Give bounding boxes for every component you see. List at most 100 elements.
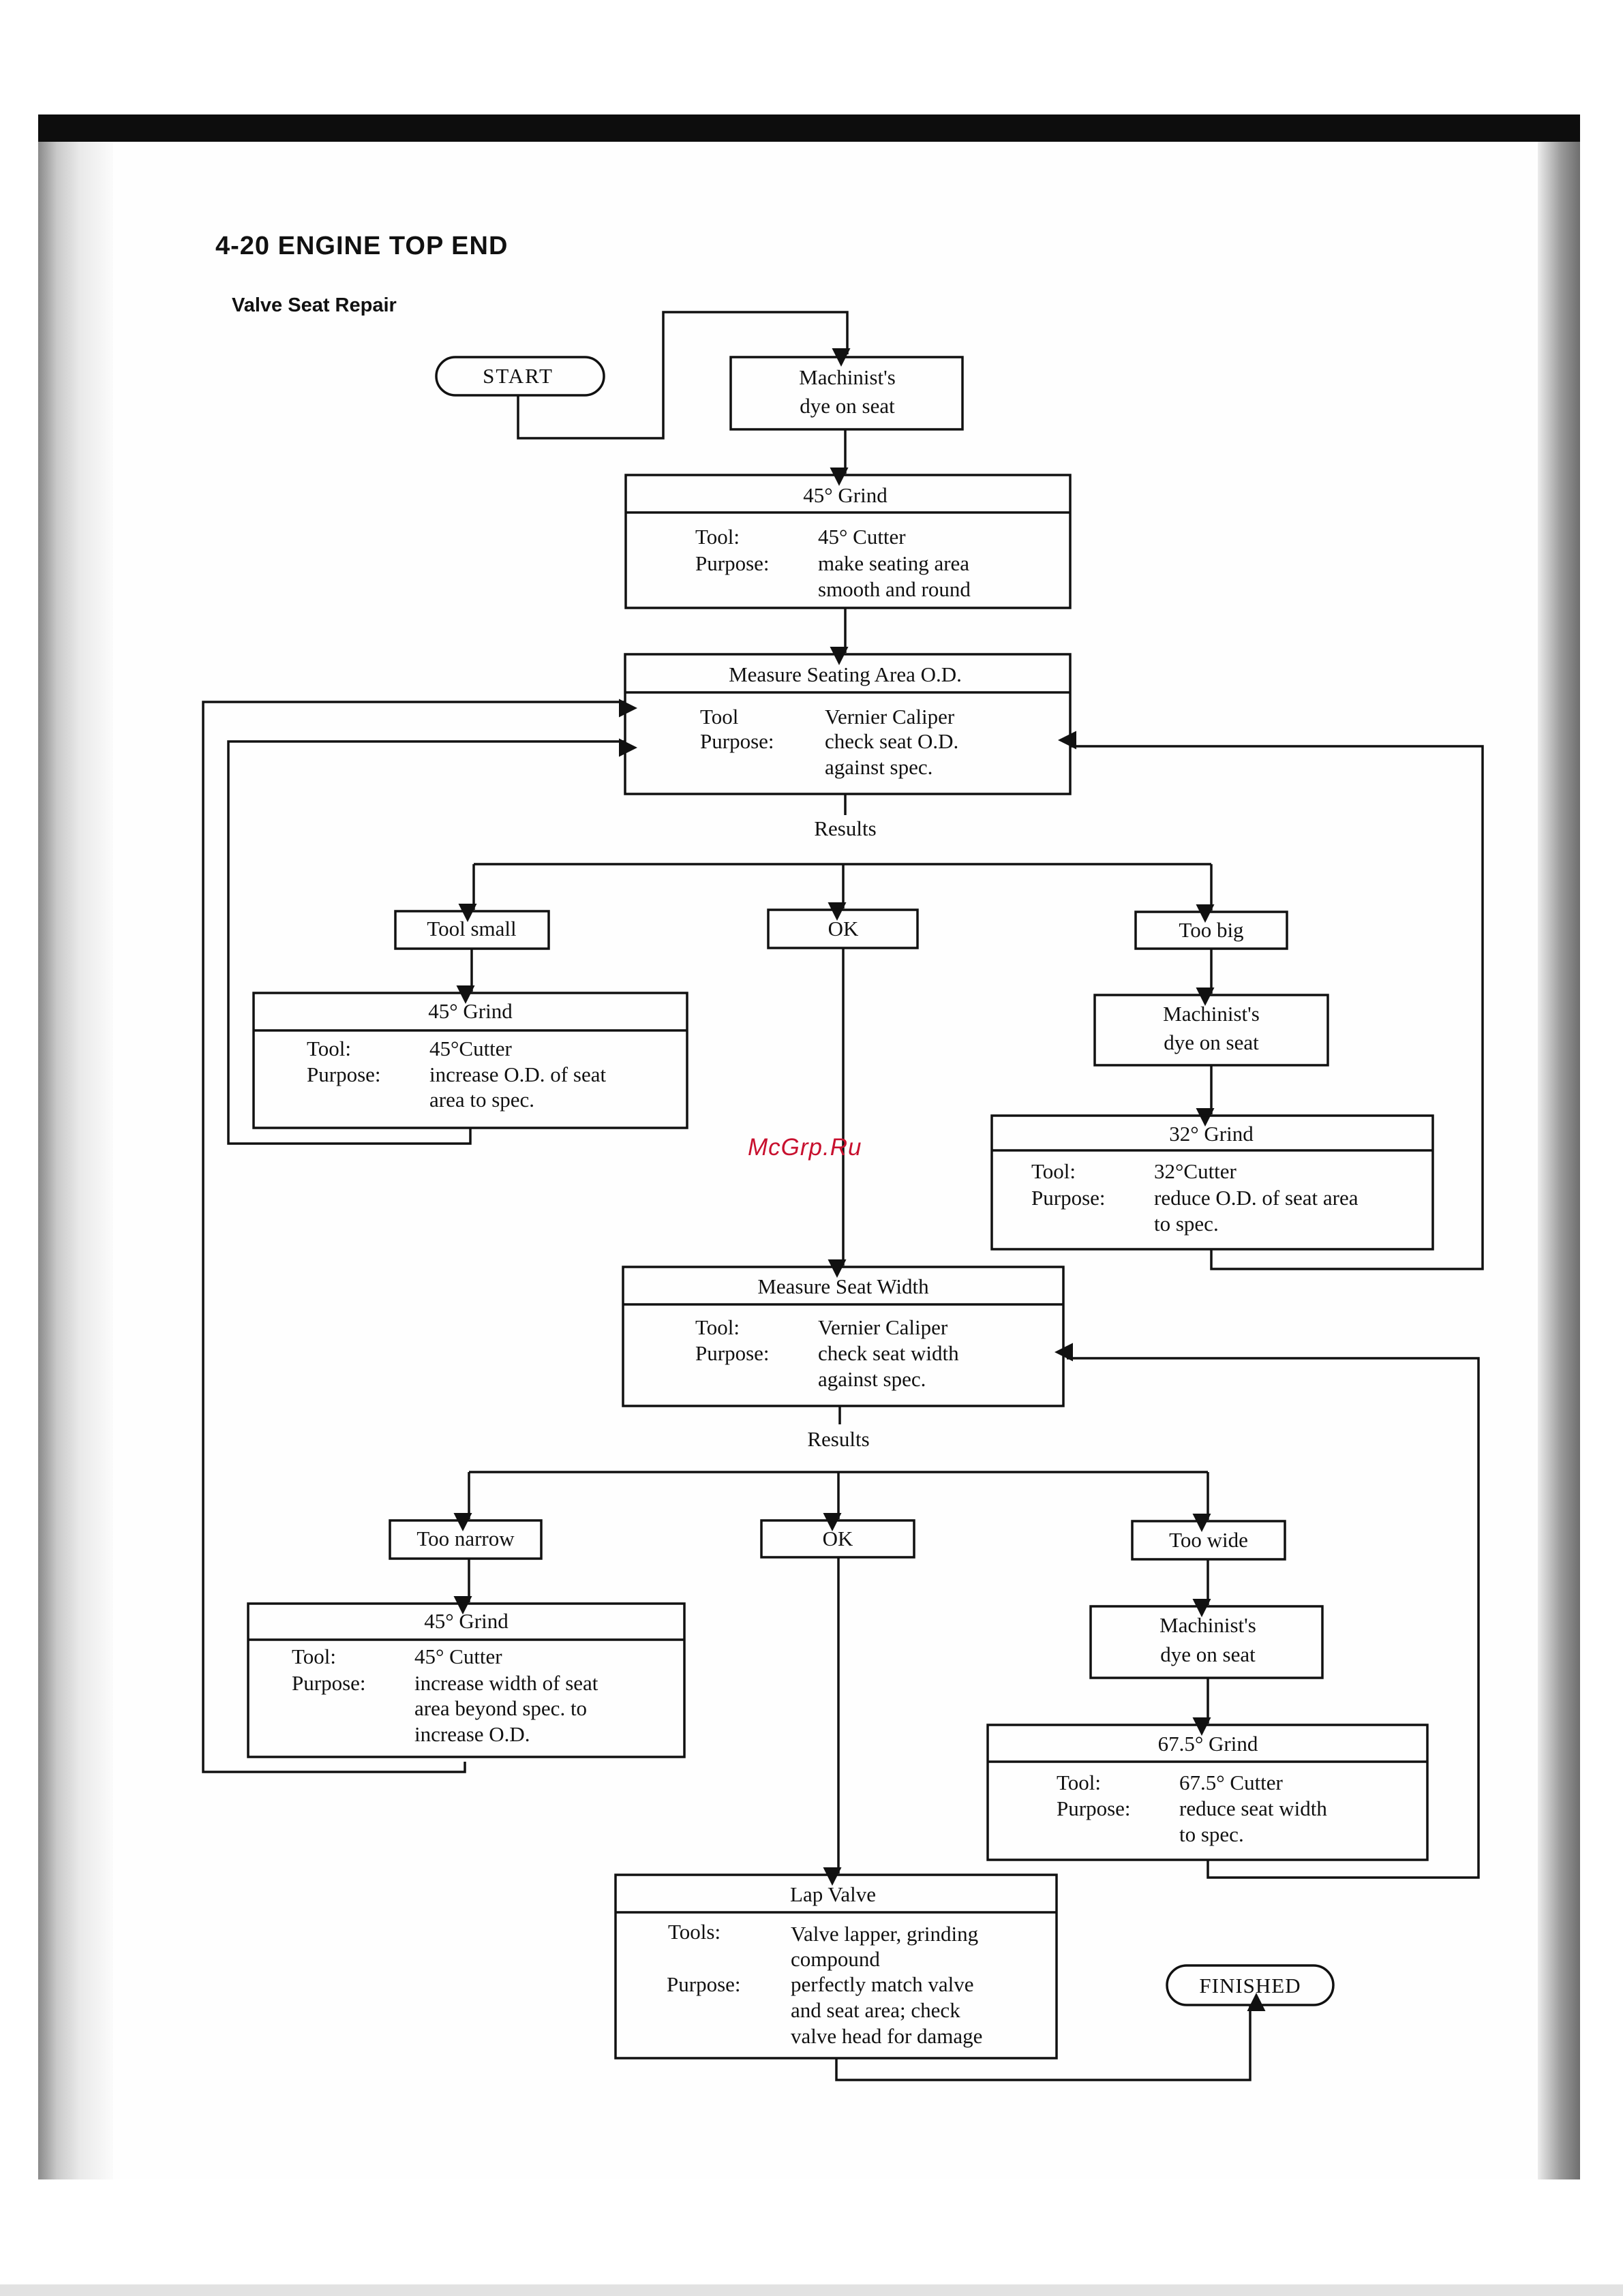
too-narrow-label: Too narrow xyxy=(416,1527,515,1550)
measure-od-title: Measure Seating Area O.D. xyxy=(729,662,962,686)
grind-narrow-line-2: increase width of seat xyxy=(414,1671,598,1695)
grind67-line-2: reduce seat width xyxy=(1179,1796,1327,1820)
connector-grind-small-loop xyxy=(227,738,637,1145)
grind-45-box-narrow xyxy=(247,1602,686,1758)
grind-32-box xyxy=(990,1114,1434,1251)
grind32-title: 32° Grind xyxy=(1169,1122,1254,1146)
connector-start-to-dye xyxy=(517,311,851,440)
grind32-line-2: reduce O.D. of seat area xyxy=(1154,1186,1359,1210)
grind1-line-3: smooth and round xyxy=(818,577,971,601)
dye3-line-1: Machinist's xyxy=(1159,1613,1256,1637)
measure-width-title: Measure Seat Width xyxy=(757,1274,929,1298)
grind1-line-2: make seating area xyxy=(818,551,969,575)
dye-box-3 xyxy=(1089,1605,1324,1679)
grind32-purpose-label: Purpose: xyxy=(1031,1186,1106,1210)
too-narrow-box xyxy=(389,1519,543,1560)
tool-small-label: Tool small xyxy=(427,917,516,940)
grind-small-tool-label: Tool: xyxy=(307,1037,351,1060)
page-binding-right xyxy=(1538,142,1580,2179)
grind-narrow-line-1: 45° Cutter xyxy=(414,1644,502,1668)
lap-valve-line-5: valve head for damage xyxy=(791,2024,982,2048)
measure-od-box xyxy=(624,653,1072,795)
grind32-line-3: to spec. xyxy=(1154,1212,1219,1236)
lap-valve-tools-label: Tools: xyxy=(668,1920,721,1944)
dye2-line-1: Machinist's xyxy=(1163,1002,1260,1026)
measure-width-line-2: check seat width xyxy=(818,1341,959,1365)
measure-od-tool-label: Tool xyxy=(700,705,738,729)
results-label-1: Results xyxy=(814,816,876,840)
dye-box-1 xyxy=(729,356,964,431)
grind1-title: 45° Grind xyxy=(803,483,888,507)
measure-od-line-1: Vernier Caliper xyxy=(825,705,955,729)
measure-width-purpose-label: Purpose: xyxy=(695,1341,770,1365)
measure-width-line-3: against spec. xyxy=(818,1367,926,1391)
lap-valve-line-1: Valve lapper, grinding xyxy=(791,1922,978,1946)
grind67-tool-label: Tool: xyxy=(1057,1771,1101,1794)
scan-top-border xyxy=(38,114,1580,142)
grind-small-line-2: increase O.D. of seat xyxy=(429,1062,606,1086)
grind67-line-3: to spec. xyxy=(1179,1822,1244,1846)
grind-narrow-line-3: area beyond spec. to xyxy=(414,1696,587,1720)
grind1-line-1: 45° Cutter xyxy=(818,525,906,549)
dye3-line-2: dye on seat xyxy=(1160,1642,1256,1666)
page-subtitle: Valve Seat Repair xyxy=(232,294,397,316)
dye1-line-1: Machinist's xyxy=(799,365,896,389)
section-title: 4-20 ENGINE TOP END xyxy=(215,232,509,260)
connector-grind67-loop xyxy=(1055,1343,1480,1879)
finished-terminal xyxy=(1166,1964,1335,2006)
grind67-line-1: 67.5° Cutter xyxy=(1179,1771,1284,1794)
measure-width-box xyxy=(622,1266,1065,1407)
connector-grind-narrow-outer-loop xyxy=(202,699,637,1773)
too-big-label: Too big xyxy=(1179,918,1243,942)
page-binding-left xyxy=(38,142,113,2179)
too-wide-box xyxy=(1131,1520,1286,1561)
watermark: McGrp.Ru xyxy=(748,1134,862,1161)
tool-small-box xyxy=(394,910,550,950)
ok-label-1: OK xyxy=(828,917,859,940)
grind-small-title: 45° Grind xyxy=(428,999,513,1023)
grind-narrow-line-4: increase O.D. xyxy=(414,1722,530,1746)
measure-od-line-2: check seat O.D. xyxy=(825,729,958,753)
grind32-line-1: 32°Cutter xyxy=(1154,1159,1237,1183)
connector-lap-to-finished xyxy=(835,1993,1266,2081)
grind-45-box-small xyxy=(252,992,688,1129)
results-label-2: Results xyxy=(807,1427,869,1451)
manual-page xyxy=(38,142,1580,2179)
grind32-tool-label: Tool: xyxy=(1031,1159,1076,1183)
dye1-line-2: dye on seat xyxy=(800,394,895,418)
scan-bottom-edge xyxy=(0,2284,1623,2296)
grind67-purpose-label: Purpose: xyxy=(1057,1796,1131,1820)
start-terminal xyxy=(435,356,605,397)
grind1-purpose-label: Purpose: xyxy=(695,551,770,575)
grind-small-line-1: 45°Cutter xyxy=(429,1037,513,1060)
lap-valve-line-3: perfectly match valve xyxy=(791,1972,974,1996)
lap-valve-line-2: compound xyxy=(791,1947,880,1971)
ok-box-2 xyxy=(760,1519,915,1559)
grind-narrow-tool-label: Tool: xyxy=(292,1644,336,1668)
grind-45-box-1 xyxy=(624,474,1072,609)
grind-narrow-title: 45° Grind xyxy=(424,1609,509,1633)
measure-width-line-1: Vernier Caliper xyxy=(818,1315,948,1339)
lap-valve-box xyxy=(614,1873,1058,2060)
lap-valve-line-4: and seat area; check xyxy=(791,1998,960,2022)
grind-67-box xyxy=(986,1724,1429,1861)
lap-valve-title: Lap Valve xyxy=(790,1882,876,1906)
ok-label-2: OK xyxy=(823,1527,853,1550)
ok-box-1 xyxy=(767,908,919,949)
connector-grind32-loop xyxy=(1058,731,1484,1270)
start-label: START xyxy=(483,364,553,388)
measure-width-tool-label: Tool: xyxy=(695,1315,740,1339)
too-big-box xyxy=(1134,910,1288,950)
dye2-line-2: dye on seat xyxy=(1164,1030,1259,1054)
lap-valve-purpose-label: Purpose: xyxy=(667,1972,741,1996)
measure-od-purpose-label: Purpose: xyxy=(700,729,774,753)
too-wide-label: Too wide xyxy=(1169,1528,1248,1552)
grind-small-purpose-label: Purpose: xyxy=(307,1062,381,1086)
grind-narrow-purpose-label: Purpose: xyxy=(292,1671,366,1695)
grind67-title: 67.5° Grind xyxy=(1158,1732,1258,1756)
dye-box-2 xyxy=(1093,994,1329,1067)
finished-label: FINISHED xyxy=(1199,1974,1301,1997)
measure-od-line-3: against spec. xyxy=(825,755,932,779)
grind1-tool-label: Tool: xyxy=(695,525,740,549)
